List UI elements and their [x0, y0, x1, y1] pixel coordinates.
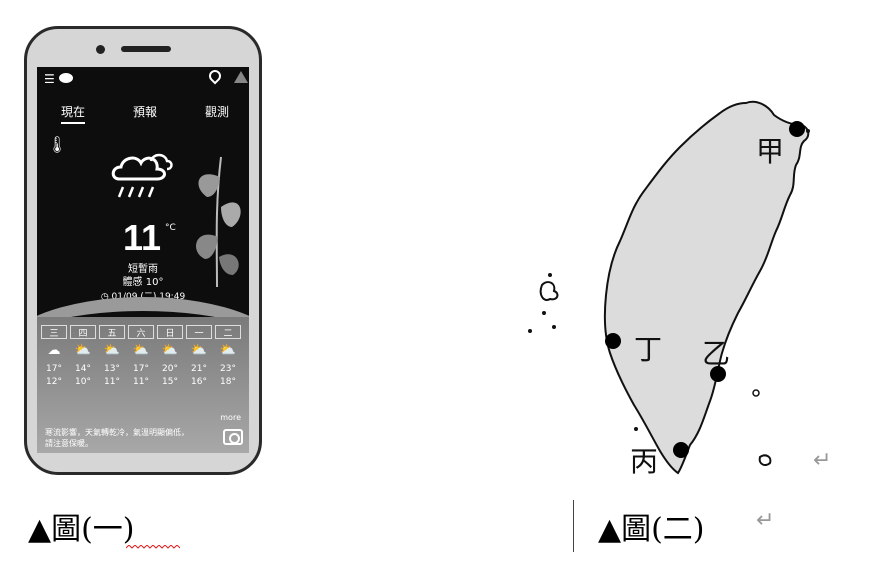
partly-cloudy-icon: ⛅ — [219, 343, 237, 358]
orchid-island — [758, 454, 772, 466]
partly-cloudy-icon: ⛅ — [132, 343, 150, 358]
cloud-rain-icon — [111, 153, 173, 198]
islet-dot — [552, 325, 556, 329]
taiwan-map — [528, 100, 810, 475]
location-yi-marker — [710, 366, 726, 382]
forecast-day[interactable]: 三 ☁ 17° 12° — [41, 325, 67, 389]
temperature-unit: °C — [165, 223, 176, 233]
label-bing: 丙 — [630, 445, 659, 478]
forecast-day[interactable]: 六 ⛅ 17° 11° — [128, 325, 154, 389]
tab-bar: 現在 預報 觀測 — [37, 103, 249, 124]
column-divider — [573, 500, 574, 552]
more-link[interactable]: more — [220, 413, 241, 422]
forecast-day[interactable]: 一 ⛅ 21° 16° — [186, 325, 212, 389]
taiwan-island-shape — [603, 100, 810, 475]
current-temperature: 11 — [123, 217, 162, 258]
phone-illustration: ☰ 現在 預報 觀測 🌡 11 °C 短暫雨 體感 10° — [24, 26, 262, 475]
low-temp: 18° — [220, 377, 236, 387]
clock-icon: ◷ — [100, 292, 112, 302]
high-temp: 17° — [46, 364, 62, 374]
camera-icon[interactable] — [223, 429, 243, 445]
arc-divider — [37, 297, 249, 417]
low-temp: 10° — [75, 377, 91, 387]
day-label: 二 — [215, 325, 241, 339]
figure-1-caption: ▲圖(一) — [28, 512, 135, 547]
plant-background-icon — [196, 156, 241, 287]
day-label: 六 — [128, 325, 154, 339]
high-temp: 17° — [133, 364, 149, 374]
day-label: 三 — [41, 325, 67, 339]
low-temp: 12° — [46, 377, 62, 387]
forecast-day[interactable]: 日 ⛅ 20° 15° — [157, 325, 183, 389]
tab-now[interactable]: 現在 — [61, 103, 86, 124]
paragraph-mark-icon: ↵ — [756, 508, 775, 533]
weekly-forecast: 三 ☁ 17° 12° 四 ⛅ 14° 10° 五 ⛅ 13° 11° 六 ⛅ … — [37, 317, 249, 453]
low-temp: 11° — [104, 377, 120, 387]
weather-notice: 寒流影響，天氣轉乾冷，氣溫明顯偏低，請注意保暖。 — [45, 428, 189, 448]
high-temp: 21° — [191, 364, 207, 374]
speaker-icon — [121, 46, 171, 52]
cloud-rain-icon: ☁ — [47, 343, 61, 358]
tab-observation[interactable]: 觀測 — [205, 105, 230, 119]
islet-dot — [806, 129, 810, 133]
partly-cloudy-icon: ⛅ — [161, 343, 179, 358]
paragraph-mark-icon: ↵ — [813, 448, 832, 473]
islet-dot — [752, 389, 760, 397]
location-pin-icon[interactable] — [206, 67, 224, 85]
islet-dot — [542, 311, 546, 315]
forecast-day[interactable]: 四 ⛅ 14° 10° — [70, 325, 96, 389]
menu-icon[interactable]: ☰ — [44, 72, 55, 86]
spellcheck-underline — [126, 545, 180, 549]
forecast-day[interactable]: 二 ⛅ 23° 18° — [215, 325, 241, 389]
phone-screen: ☰ 現在 預報 觀測 🌡 11 °C 短暫雨 體感 10° — [37, 67, 249, 453]
partly-cloudy-icon: ⛅ — [103, 343, 121, 358]
thermometer-icon[interactable]: 🌡 — [47, 135, 68, 154]
location-bing-marker — [673, 442, 689, 458]
tab-forecast[interactable]: 預報 — [133, 105, 158, 119]
high-temp: 13° — [104, 364, 120, 374]
weather-condition: 短暫雨 — [128, 264, 158, 275]
figure-2-caption: ▲圖(二) — [598, 512, 705, 547]
low-temp: 15° — [162, 377, 178, 387]
day-label: 一 — [186, 325, 212, 339]
day-label: 四 — [70, 325, 96, 339]
high-temp: 23° — [220, 364, 236, 374]
day-label: 五 — [99, 325, 125, 339]
day-label: 日 — [157, 325, 183, 339]
location-jia-marker — [789, 121, 805, 137]
app-logo-icon — [59, 73, 73, 83]
feels-like: 體感 10° — [122, 277, 164, 288]
islet-dot — [528, 329, 532, 333]
label-jia: 甲 — [756, 135, 785, 168]
penghu-islands — [539, 281, 559, 301]
warning-icon[interactable] — [234, 71, 248, 83]
high-temp: 20° — [162, 364, 178, 374]
location-ding-marker — [605, 333, 621, 349]
label-yi: 乙 — [702, 337, 731, 370]
front-camera-icon — [96, 45, 105, 54]
forecast-day[interactable]: 五 ⛅ 13° 11° — [99, 325, 125, 389]
label-ding: 丁 — [634, 333, 663, 366]
islet-dot — [634, 427, 638, 431]
partly-cloudy-icon: ⛅ — [190, 343, 208, 358]
low-temp: 11° — [133, 377, 149, 387]
low-temp: 16° — [191, 377, 207, 387]
high-temp: 14° — [75, 364, 91, 374]
partly-cloudy-icon: ⛅ — [74, 343, 92, 358]
islet-dot — [548, 273, 552, 277]
